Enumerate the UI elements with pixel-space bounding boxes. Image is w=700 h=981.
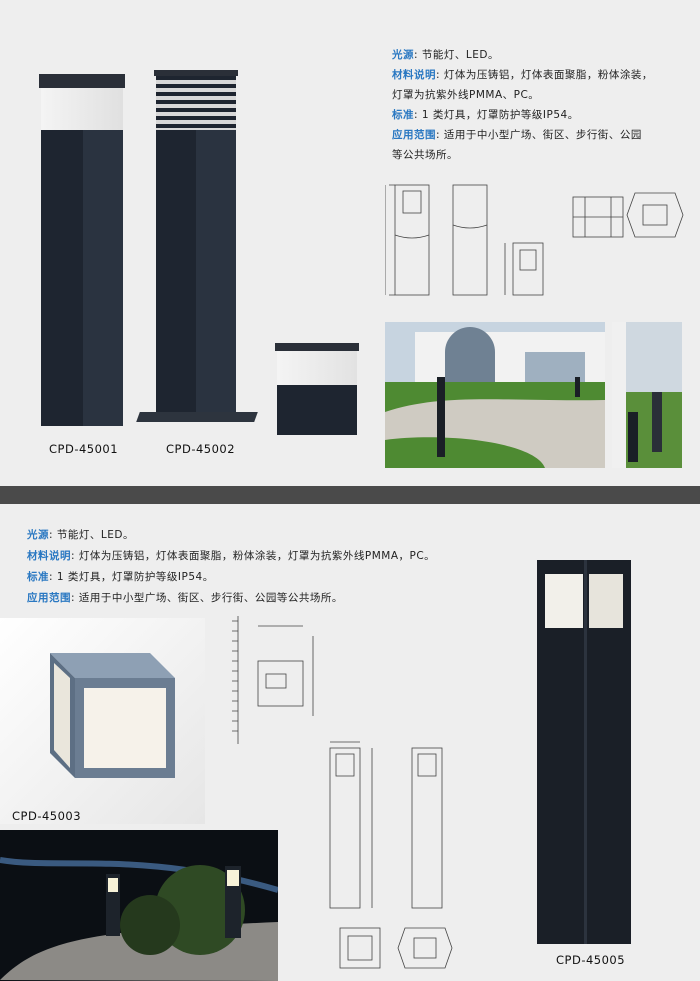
- model-label-cpd-45005: CPD-45005: [556, 953, 626, 967]
- spec-label-scope: 应用范围: [392, 129, 436, 141]
- top-product-panel: CPD-45001 CPD-45002 光源: 节能灯、LED。 材料说明: 灯…: [0, 0, 700, 486]
- spec-label-standard: 标准: [392, 109, 414, 121]
- technical-drawing-bollard: [329, 741, 443, 909]
- spec-value-scope-2: 等公共场所。: [392, 149, 458, 161]
- technical-drawing-wall: [232, 616, 314, 744]
- technical-drawing-top: [385, 184, 684, 296]
- lamp-cpd-45005: [537, 560, 631, 944]
- spec-value-scope: 适用于中小型广场、街区、步行街、公园等公共场所。: [78, 592, 343, 604]
- model-label-cpd-45001: CPD-45001: [49, 442, 119, 456]
- installation-photo-column: [612, 322, 682, 468]
- spec-label-scope: 应用范围: [27, 592, 71, 604]
- spec-value-light: 节能灯、LED。: [56, 529, 134, 541]
- spec-block-bottom: 光源: 节能灯、LED。 材料说明: 灯体为压铸铝，灯体表面聚脂，粉体涂装，灯罩…: [27, 529, 436, 604]
- spec-value-standard: 1 类灯具，灯罩防护等级IP54。: [56, 571, 214, 583]
- technical-drawing-base: [339, 927, 453, 969]
- lamp-cpd-45002: [136, 70, 258, 432]
- spec-block-top: 光源: 节能灯、LED。 材料说明: 灯体为压铸铝，灯体表面聚脂，粉体涂装， 灯…: [392, 49, 653, 161]
- wall-lamp-photo: [0, 618, 205, 824]
- model-label-cpd-45002: CPD-45002: [166, 442, 236, 456]
- lamp-base-plate: [136, 412, 258, 422]
- spec-value-material-1: 灯体为压铸铝，灯体表面聚脂，粉体涂装，: [443, 69, 653, 81]
- installation-photo-plaza: [385, 322, 605, 468]
- spec-label-light: 光源: [27, 529, 49, 541]
- model-label-cpd-45003: CPD-45003: [12, 809, 82, 823]
- night-installation-photo: [0, 830, 278, 981]
- spec-label-material: 材料说明: [392, 69, 436, 81]
- spec-label-light: 光源: [392, 49, 414, 61]
- lamp-cube-short: [275, 343, 359, 435]
- spec-value-scope-1: 适用于中小型广场、街区、步行街、公园: [443, 129, 642, 141]
- spec-label-standard: 标准: [27, 571, 49, 583]
- louver-grille: [156, 76, 236, 130]
- spec-value-standard: 1 类灯具，灯罩防护等级IP54。: [421, 109, 579, 121]
- spec-value-light: 节能灯、LED。: [421, 49, 499, 61]
- spec-label-material: 材料说明: [27, 550, 71, 562]
- spec-value-material: 灯体为压铸铝，灯体表面聚脂，粉体涂装，灯罩为抗紫外线PMMA，PC。: [78, 550, 436, 562]
- bottom-product-panel: 光源: 节能灯、LED。 材料说明: 灯体为压铸铝，灯体表面聚脂，粉体涂装，灯罩…: [0, 504, 700, 981]
- lamp-cpd-45001: [39, 74, 125, 426]
- panel-divider: [0, 486, 700, 504]
- spec-value-material-2: 灯罩为抗紫外线PMMA、PC。: [392, 89, 540, 101]
